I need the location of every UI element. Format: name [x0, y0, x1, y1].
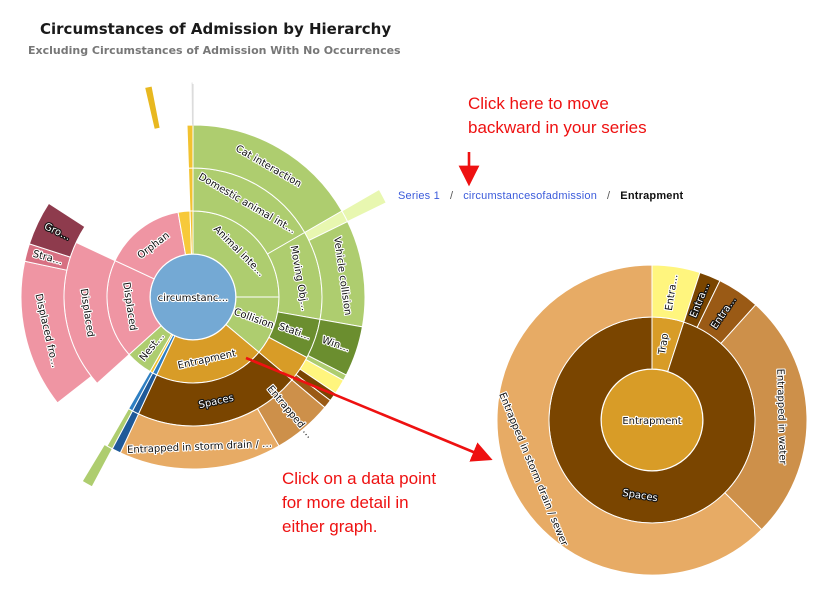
breadcrumb-entrapment: Entrapment	[620, 190, 684, 202]
back-hint-line-2: backward in your series	[468, 118, 647, 137]
sunburst-segment[interactable]	[496, 264, 763, 576]
overview-sunburst: circumstanc…Animal inte…CollisionEntrapm…	[20, 81, 387, 488]
detail-hint-line-3: either graph.	[282, 517, 378, 536]
detail-hint-line-1: Click on a data point	[282, 469, 437, 488]
segment-label: Entrapped in water	[774, 369, 788, 466]
root-label: Entrapment	[622, 416, 681, 427]
sunburst-segment[interactable]	[28, 202, 86, 258]
detail-hint-annotation: Click on a data point for more detail in…	[282, 467, 436, 539]
back-hint-annotation: Click here to move backward in your seri…	[468, 92, 647, 140]
segment-label: Trap	[657, 333, 671, 357]
chart-subtitle: Excluding Circumstances of Admission Wit…	[28, 44, 401, 57]
sunburst-segment[interactable]	[341, 188, 387, 223]
detail-hint-line-2: for more detail in	[282, 493, 409, 512]
sunburst-segment[interactable]	[81, 443, 113, 488]
breadcrumb-separator: /	[449, 190, 454, 202]
breadcrumb: Series 1 / circumstancesofadmission / Entrap…	[398, 190, 683, 202]
sunburst-segment[interactable]	[186, 124, 194, 169]
root-label: circumstanc…	[158, 293, 229, 304]
detail-sunburst: EntrapmentTrapSpacesEntra…Entra…Entra…En…	[495, 264, 808, 576]
back-hint-line-1: Click here to move	[468, 94, 609, 113]
sunburst-segment[interactable]	[187, 167, 194, 212]
breadcrumb-circumstancesofadmission[interactable]: circumstancesofadmission	[463, 190, 598, 202]
breadcrumb-separator: /	[607, 190, 611, 202]
breadcrumb-series-1[interactable]: Series 1	[398, 190, 440, 202]
sunburst-segment[interactable]	[720, 304, 808, 531]
chart-title: Circumstances of Admission by Hierarchy	[40, 20, 392, 38]
sunburst-segment[interactable]	[144, 85, 161, 131]
